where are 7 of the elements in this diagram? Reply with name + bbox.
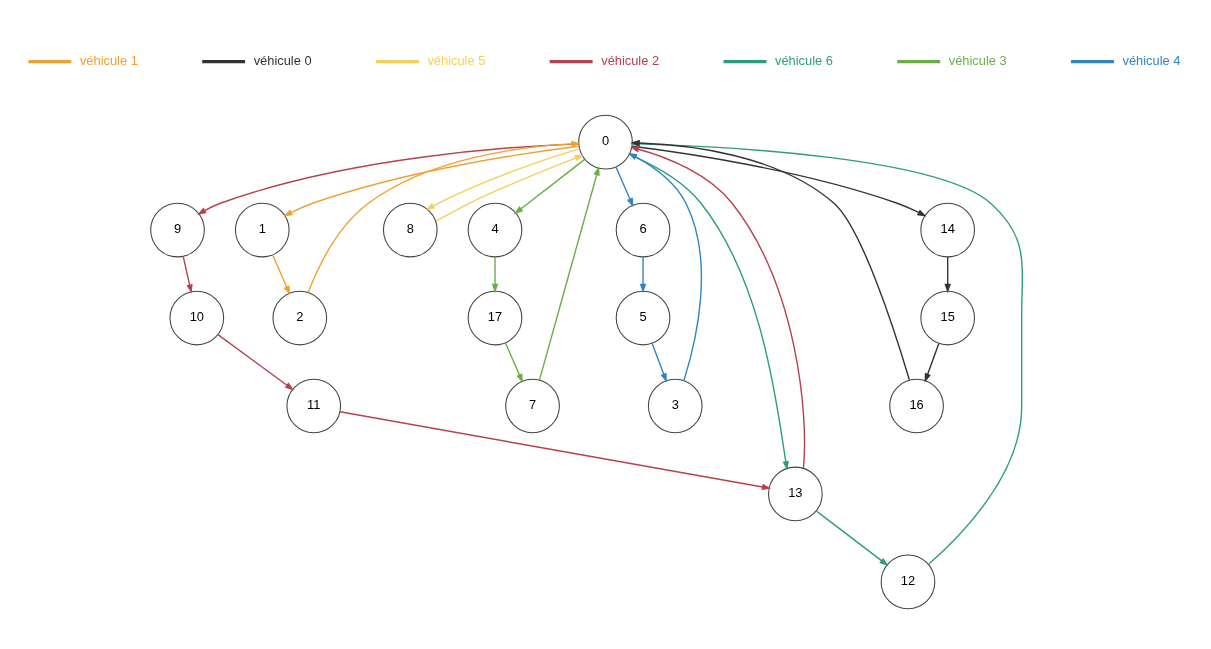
legend-label: véhicule 5 xyxy=(427,52,486,68)
legend-label: véhicule 2 xyxy=(601,52,660,68)
legend-label: véhicule 0 xyxy=(253,52,312,68)
legend-label: véhicule 6 xyxy=(774,52,833,68)
legend-label: véhicule 4 xyxy=(1122,52,1181,68)
legend-label: véhicule 1 xyxy=(79,52,138,68)
legend-label: véhicule 3 xyxy=(948,52,1007,68)
